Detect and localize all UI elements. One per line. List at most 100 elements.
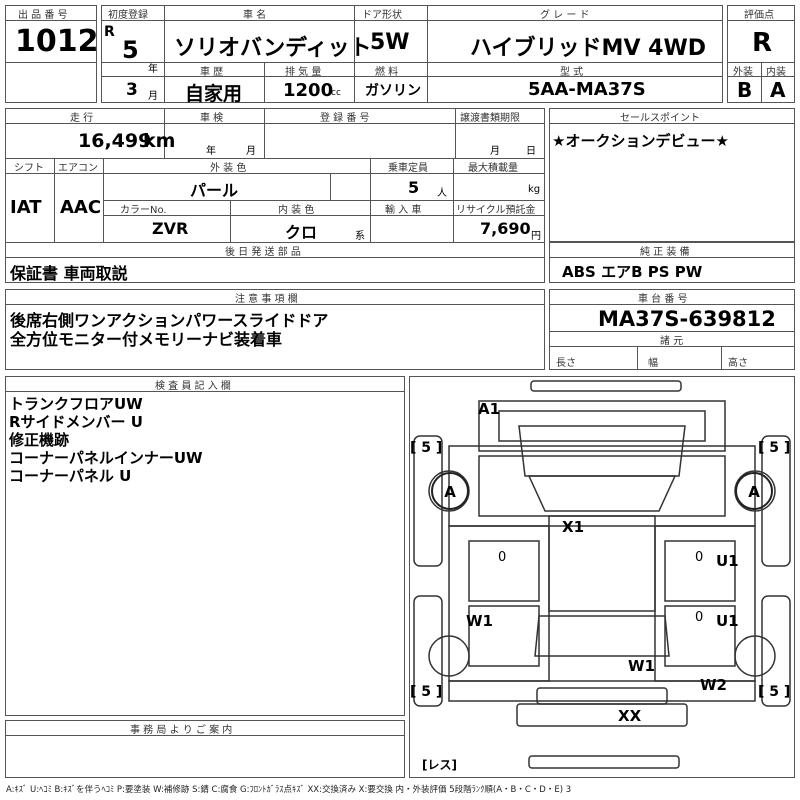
selling-box — [549, 108, 795, 242]
damage-w2: W2 — [700, 676, 727, 694]
history-label: 車 歴 — [200, 67, 224, 78]
tire-front-left: A — [431, 472, 469, 510]
main-header-box — [101, 5, 723, 103]
recycle-label: リサイクル預託金 — [456, 205, 536, 216]
fuel-label: 燃 料 — [375, 67, 399, 78]
mileage: 16,499 — [78, 130, 152, 152]
maxload-unit: kg — [528, 184, 541, 195]
chassis-box — [549, 289, 795, 370]
color-number: ZVR — [152, 219, 189, 238]
lot-box — [5, 5, 97, 103]
damage-a1: A1 — [478, 400, 501, 418]
car-name: ソリオバンディット — [174, 36, 372, 61]
door-type: 5W — [370, 30, 410, 55]
capacity-label: 乗車定員 — [388, 163, 428, 174]
office-box — [5, 720, 405, 778]
shift-label: シフト — [14, 163, 44, 174]
int-color-label: 内 装 色 — [278, 205, 315, 216]
first-reg-label: 初度登録 — [108, 10, 148, 21]
tire-tread-fl: [ 5 ] — [410, 440, 443, 456]
row2-box — [5, 108, 545, 283]
damage-xx: XX — [618, 707, 642, 725]
reg-year: 5 — [122, 36, 139, 64]
dims-label: 諸 元 — [660, 336, 684, 347]
recycle-deposit: 7,690 — [480, 219, 531, 238]
grade-label: グ レ ー ド — [540, 10, 590, 21]
carname-label: 車 名 — [243, 10, 267, 21]
color-label: 外 装 色 — [210, 163, 247, 174]
damage-w1: W1 — [466, 612, 493, 630]
office-label: 事 務 局 よ り ご 案 内 — [130, 725, 233, 736]
capacity-unit: 人 — [437, 188, 447, 199]
lot-number: 1012 — [15, 24, 99, 59]
inspector-line: コーナーパネルインナーUW — [9, 449, 203, 467]
height-label: 高さ — [728, 358, 748, 369]
tire-front-right: A — [735, 472, 773, 510]
later-parts-label: 後 日 発 送 部 品 — [225, 247, 301, 258]
air-conditioner: AAC — [60, 197, 102, 218]
int-label: 内装 — [766, 67, 786, 78]
mark-right: 0 — [695, 550, 704, 565]
caution-line-1: 後席右側ワンアクションパワースライドドア — [10, 311, 329, 330]
damage-u1: U1 — [716, 552, 739, 570]
damage-w1: W1 — [628, 657, 655, 675]
genuine-box — [549, 242, 795, 283]
length-label: 長さ — [556, 358, 576, 369]
transfer-month: 月 — [490, 146, 500, 157]
model-label: 型 式 — [560, 67, 584, 78]
damage-x1: X1 — [562, 518, 585, 536]
reg-month: 3 — [126, 80, 138, 100]
capacity: 5 — [408, 178, 420, 197]
car-history: 自家用 — [185, 83, 243, 105]
genuine-equipment: ABS エアB PS PW — [562, 263, 703, 281]
caution-label: 注 意 事 項 欄 — [235, 294, 298, 305]
mark-right: 0 — [695, 610, 704, 625]
inspector-line: 修正機跡 — [9, 431, 70, 449]
mileage-unit: km — [143, 130, 176, 152]
inspection-label: 車 検 — [200, 113, 224, 124]
chassis-number: MA37S-639812 — [598, 307, 776, 331]
inspector-label: 検 査 員 記 入 欄 — [155, 381, 231, 392]
overall-score: R — [752, 28, 773, 58]
inspector-line: Rサイドメンバー U — [9, 413, 143, 431]
diagram-box — [409, 376, 795, 778]
score-label: 評価点 — [744, 10, 774, 21]
displacement-unit: cc — [331, 88, 341, 98]
ext-score: B — [737, 78, 753, 102]
import-label: 輸 入 車 — [385, 205, 422, 216]
damage-u1: U1 — [716, 612, 739, 630]
grade: ハイブリッドMV 4WD — [470, 36, 706, 61]
tire-tread-fr: [ 5 ] — [758, 440, 791, 456]
later-parts: 保証書 車両取説 — [10, 264, 128, 283]
tire-tread-rl: [ 5 ] — [410, 684, 443, 700]
inspector-line: コーナーパネル U — [9, 467, 132, 485]
recycle-unit: 円 — [531, 231, 541, 242]
transfer-label: 譲渡書類期限 — [460, 113, 520, 124]
mileage-label: 走 行 — [70, 113, 94, 124]
insp-month-unit: 月 — [246, 146, 256, 157]
month-unit: 月 — [148, 91, 158, 102]
genuine-label: 純 正 装 備 — [640, 247, 690, 258]
ac-label: エアコン — [58, 163, 98, 174]
tire-tread-rr: [ 5 ] — [758, 684, 791, 700]
selling-point: ★オークションデビュー★ — [552, 132, 729, 150]
era-letter: R — [104, 24, 115, 40]
inspector-line: トランクフロアUW — [9, 395, 143, 413]
maxload-label: 最大積載量 — [468, 163, 518, 174]
ext-label: 外装 — [733, 67, 753, 78]
chassis-label: 車 台 番 号 — [638, 294, 688, 305]
displacement: 1200 — [283, 80, 334, 101]
year-unit: 年 — [148, 64, 158, 75]
fuel: ガソリン — [365, 83, 421, 99]
transfer-day: 日 — [526, 146, 536, 157]
legend: A:ｷｽﾞ U:ﾍｺﾐ B:ｷｽﾞを伴うﾍｺﾐ P:要塗装 W:補修跡 S:錆 … — [6, 785, 572, 795]
displacement-label: 排 気 量 — [285, 67, 322, 78]
mark-left: 0 — [498, 550, 507, 565]
car-diagram — [413, 380, 791, 769]
exterior-color: パール — [190, 181, 239, 200]
caution-line-2: 全方位モニター付メモリーナビ装着車 — [10, 330, 283, 349]
interior-color: クロ — [285, 223, 318, 242]
regno-label: 登 録 番 号 — [320, 113, 370, 124]
int-score: A — [770, 78, 786, 102]
caution-box — [5, 289, 545, 370]
